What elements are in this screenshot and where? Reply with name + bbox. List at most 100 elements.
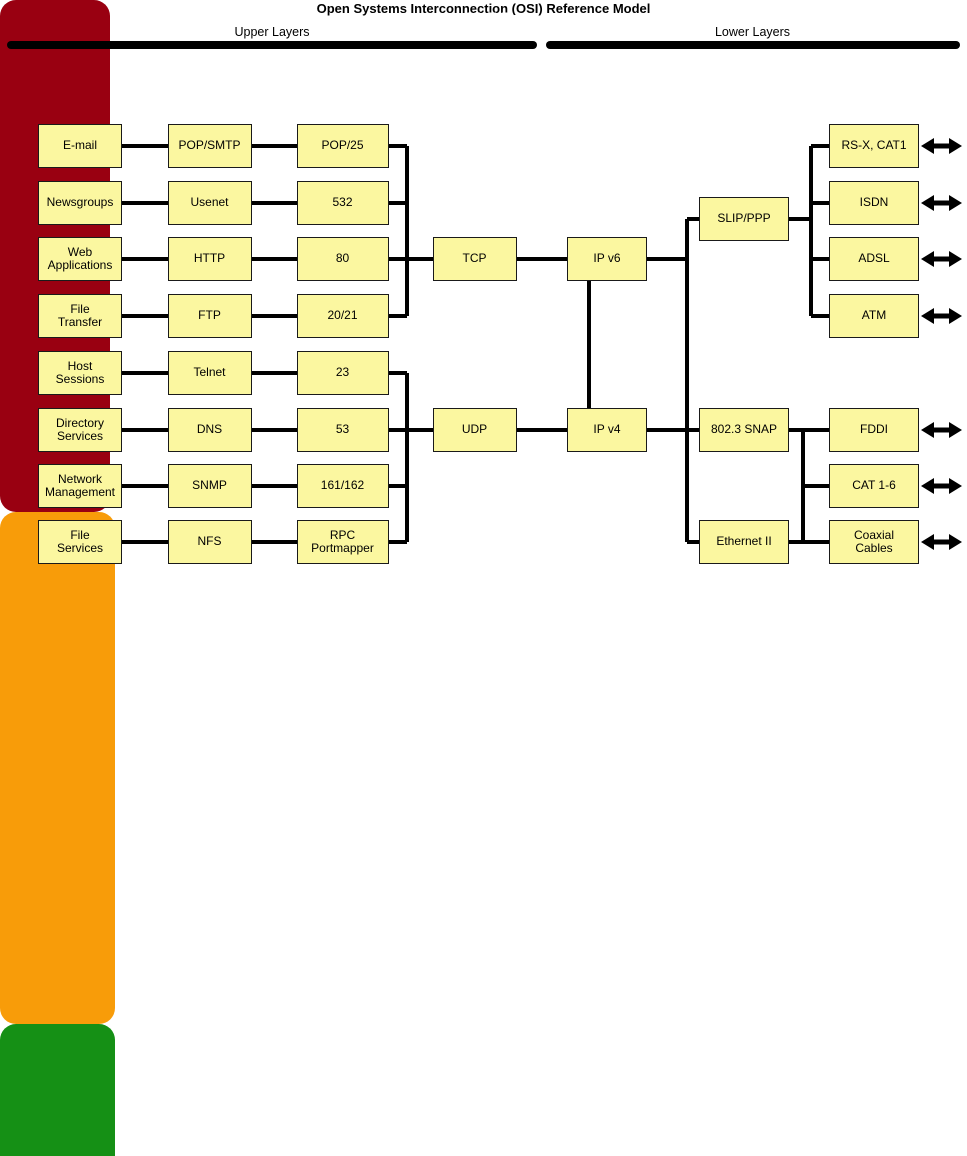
node-label: 80	[335, 251, 350, 266]
page-title: Open Systems Interconnection (OSI) Refer…	[316, 1, 651, 16]
wire-app-pres-0	[122, 144, 168, 148]
node-label: Telnet	[193, 365, 226, 380]
node-physical-1[interactable]: ISDN	[829, 181, 919, 225]
wire-slip-bus	[789, 217, 811, 221]
wire-sess-bus-5	[388, 428, 407, 432]
node-transport-1[interactable]: UDP	[432, 408, 517, 452]
node-presentation-5[interactable]: DNS	[167, 408, 252, 452]
wire-sess-bus-0	[388, 144, 407, 148]
node-label: RS-X, CAT1	[841, 138, 907, 153]
bus-transport-network	[586, 259, 591, 430]
double-arrow-icon-atm	[921, 308, 962, 324]
node-physical-4[interactable]: FDDI	[829, 408, 919, 452]
lower-layers-rule	[546, 41, 960, 49]
node-label: SLIP/PPP	[717, 211, 771, 226]
node-label: POP/25	[321, 138, 364, 153]
wire-app-pres-2	[122, 257, 168, 261]
wire-app-pres-3	[122, 314, 168, 318]
node-label: Usenet	[190, 195, 229, 210]
node-datalink-1[interactable]: 802.3 SNAP	[699, 408, 789, 452]
wire-app-pres-4	[122, 371, 168, 375]
node-session-0[interactable]: POP/25	[296, 124, 389, 168]
node-presentation-0[interactable]: POP/SMTP	[167, 124, 252, 168]
wire-eth-bus	[789, 540, 803, 544]
wire-app-pres-6	[122, 484, 168, 488]
node-session-1[interactable]: 532	[296, 181, 389, 225]
node-label: FTP	[198, 308, 221, 323]
node-physical-5[interactable]: CAT 1-6	[829, 464, 919, 508]
wire-bus-phys-4	[803, 428, 829, 432]
wire-pres-sess-7	[251, 540, 297, 544]
node-physical-0[interactable]: RS-X, CAT1	[829, 124, 919, 168]
wire-bus-phys-1	[811, 201, 829, 205]
double-arrow-icon-rsx-cat1	[921, 138, 962, 154]
bus-slip-physical	[809, 146, 813, 316]
node-application-0[interactable]: E-mail	[38, 124, 122, 168]
wire-pres-sess-1	[251, 201, 297, 205]
node-presentation-4[interactable]: Telnet	[167, 351, 252, 395]
bus-session-tcp	[404, 146, 409, 316]
wire-pres-sess-5	[251, 428, 297, 432]
node-label: 161/162	[320, 478, 365, 493]
node-physical-2[interactable]: ADSL	[829, 237, 919, 281]
node-label: 53	[335, 422, 350, 437]
node-presentation-6[interactable]: SNMP	[167, 464, 252, 508]
node-label: 532	[332, 195, 353, 210]
node-network-1[interactable]: IP v4	[567, 408, 647, 452]
wire-snap-bus	[789, 428, 803, 432]
node-session-3[interactable]: 20/21	[296, 294, 389, 338]
wire-udp-ipv4	[516, 428, 567, 432]
node-application-1[interactable]: Newsgroups	[38, 181, 122, 225]
node-presentation-2[interactable]: HTTP	[167, 237, 252, 281]
wire-bus-tcp	[406, 257, 433, 261]
node-session-2[interactable]: 80	[296, 237, 389, 281]
node-label: Ethernet II	[716, 534, 772, 549]
wire-ipv6-bus	[647, 257, 687, 261]
double-arrow-icon-coaxial	[921, 534, 962, 550]
node-label: Newsgroups	[46, 195, 114, 210]
upper-layers-rule	[7, 41, 537, 49]
node-session-5[interactable]: 53	[296, 408, 389, 452]
double-arrow-icon-fddi	[921, 422, 962, 438]
lower-layers-label: Lower Layers	[714, 25, 791, 39]
node-network-0[interactable]: IP v6	[567, 237, 647, 281]
node-datalink-0[interactable]: SLIP/PPP	[699, 197, 789, 241]
node-label: ISDN	[859, 195, 889, 210]
wire-pres-sess-0	[251, 144, 297, 148]
double-arrow-icon-adsl	[921, 251, 962, 267]
node-physical-3[interactable]: ATM	[829, 294, 919, 338]
wire-bus-phys-6	[803, 540, 829, 544]
node-label: TCP	[462, 251, 487, 266]
node-label: ATM	[861, 308, 887, 323]
node-session-4[interactable]: 23	[296, 351, 389, 395]
node-presentation-1[interactable]: Usenet	[167, 181, 252, 225]
wire-bus-snap	[687, 428, 699, 432]
node-session-6[interactable]: 161/162	[296, 464, 389, 508]
node-transport-0[interactable]: TCP	[432, 237, 517, 281]
node-label: FDDI	[860, 422, 888, 437]
node-label: UDP	[461, 422, 488, 437]
bus-session-udp	[404, 373, 409, 542]
node-datalink-2[interactable]: Ethernet II	[699, 520, 789, 564]
node-presentation-3[interactable]: FTP	[167, 294, 252, 338]
node-label: 23	[335, 365, 350, 380]
node-presentation-7[interactable]: NFS	[167, 520, 252, 564]
